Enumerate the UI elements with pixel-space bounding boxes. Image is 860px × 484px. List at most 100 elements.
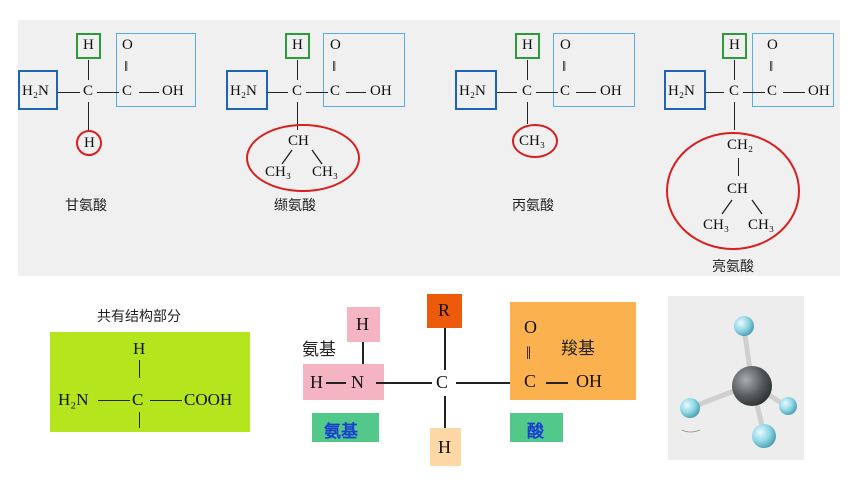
double-bond: ‖ bbox=[332, 59, 337, 75]
h-bottom-label: H bbox=[438, 437, 451, 457]
h-bottom-box bbox=[430, 428, 461, 466]
r-group-ch: CH bbox=[288, 133, 309, 149]
c-label: C bbox=[436, 372, 449, 392]
h2n-label: H₂N bbox=[230, 83, 257, 99]
h-label: H bbox=[356, 314, 369, 334]
bond bbox=[527, 60, 529, 80]
bond bbox=[297, 102, 299, 130]
branch-bonds bbox=[721, 199, 763, 215]
bond bbox=[536, 92, 558, 94]
bond bbox=[546, 382, 568, 384]
bond bbox=[98, 400, 130, 402]
h-label: H bbox=[292, 37, 303, 53]
h-label: H bbox=[133, 339, 146, 358]
c-label: C bbox=[560, 83, 571, 99]
r-group-ring bbox=[246, 124, 360, 192]
amino-group-box bbox=[455, 70, 497, 110]
bond bbox=[139, 412, 141, 428]
r-group-ring bbox=[76, 130, 102, 156]
r-group-ring bbox=[666, 132, 800, 250]
h-box bbox=[722, 33, 747, 59]
r-group-ch3: CH₃ bbox=[703, 217, 730, 233]
h-left-label: H bbox=[310, 372, 323, 392]
oh-label: OH bbox=[600, 83, 622, 99]
bond bbox=[97, 92, 119, 94]
tetrahedral-model bbox=[668, 296, 804, 460]
bond bbox=[734, 102, 736, 130]
r-group-ch: CH bbox=[727, 181, 748, 197]
h2n-label: H₂N bbox=[58, 390, 89, 409]
o-label: O bbox=[330, 37, 341, 53]
h2n-label: H₂N bbox=[459, 83, 486, 99]
bond bbox=[497, 92, 517, 94]
amino-group-box bbox=[664, 70, 706, 110]
r-group-ch2: CH₂ bbox=[727, 137, 754, 153]
carboxyl-box bbox=[510, 302, 636, 400]
bond bbox=[362, 342, 364, 364]
amino-acid-name: 缬氨酸 bbox=[274, 198, 316, 214]
c-label: C bbox=[330, 83, 341, 99]
o-label: O bbox=[767, 37, 778, 53]
carboxyl-box bbox=[752, 33, 834, 107]
bond bbox=[527, 102, 529, 124]
bond bbox=[734, 60, 736, 80]
tag-amino bbox=[312, 413, 379, 442]
atom-bottom bbox=[752, 424, 776, 448]
cooh-label: COOH bbox=[184, 390, 233, 409]
atom-center bbox=[732, 366, 772, 406]
r-group-ch3: CH₃ bbox=[748, 217, 775, 233]
r-group-h: H bbox=[84, 135, 95, 151]
h-label: H bbox=[83, 37, 94, 53]
tag-amino-text: 氨基 bbox=[324, 422, 358, 442]
r-group-ch3: CH₃ bbox=[312, 164, 339, 180]
bond bbox=[738, 158, 740, 176]
bond bbox=[743, 92, 765, 94]
common-box bbox=[50, 332, 250, 432]
bond bbox=[268, 92, 288, 94]
bond bbox=[306, 92, 328, 94]
bond bbox=[139, 360, 141, 378]
r-group-ch3: CH₃ bbox=[265, 164, 292, 180]
h-label: H bbox=[729, 37, 740, 53]
r-label: R bbox=[438, 300, 451, 320]
bond bbox=[783, 92, 805, 94]
c-label: C bbox=[132, 390, 144, 409]
bond bbox=[88, 102, 90, 130]
bond bbox=[376, 382, 432, 384]
bond bbox=[297, 60, 299, 80]
o-label: O bbox=[560, 37, 571, 53]
amino-acid-name: 甘氨酸 bbox=[65, 198, 107, 214]
oh-label: OH bbox=[370, 83, 392, 99]
c-label: C bbox=[292, 83, 303, 99]
bond bbox=[444, 328, 446, 370]
oh-label: OH bbox=[576, 371, 602, 391]
bond bbox=[326, 382, 346, 384]
amino-acid-name: 丙氨酸 bbox=[512, 198, 554, 214]
bond bbox=[150, 400, 182, 402]
amino-label: 氨基 bbox=[302, 340, 336, 360]
amino-acid-name: 亮氨酸 bbox=[712, 259, 754, 275]
bond bbox=[576, 92, 596, 94]
branch-bonds bbox=[281, 149, 323, 165]
o-label: O bbox=[524, 317, 537, 337]
double-bond: ‖ bbox=[769, 59, 774, 75]
double-bond: ‖ bbox=[562, 59, 567, 75]
bond bbox=[58, 92, 80, 94]
h-box bbox=[76, 33, 101, 59]
atom-left bbox=[680, 398, 700, 418]
amino-group-box bbox=[18, 70, 58, 110]
c-label: C bbox=[122, 83, 133, 99]
c-label: C bbox=[767, 83, 778, 99]
oh-label: OH bbox=[808, 83, 830, 99]
c-label: C bbox=[522, 83, 533, 99]
oh-label: OH bbox=[162, 83, 184, 99]
bond bbox=[139, 92, 159, 94]
bond bbox=[444, 396, 446, 428]
h-box bbox=[285, 33, 310, 59]
tag-acid-text: 酸 bbox=[527, 422, 544, 442]
h2n-label: H₂N bbox=[22, 83, 49, 99]
bond bbox=[706, 92, 724, 94]
h2n-label: H₂N bbox=[668, 83, 695, 99]
carboxyl-box bbox=[323, 33, 405, 107]
h-label: H bbox=[522, 37, 533, 53]
